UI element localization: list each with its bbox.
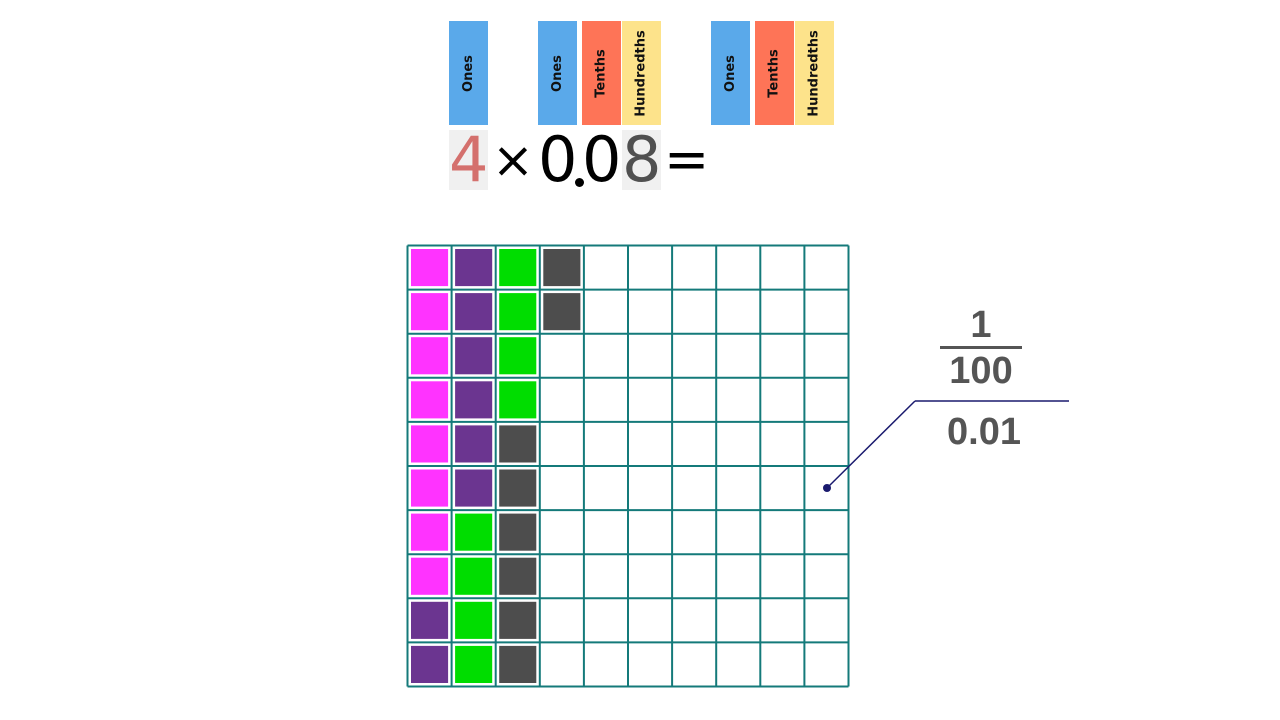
header-ones-1-label: Ones <box>461 54 476 92</box>
grid-square-purple <box>411 645 449 683</box>
grid-square-magenta <box>411 557 449 595</box>
grid-square-gray <box>499 557 537 595</box>
equation-decimal-ones: 0 <box>538 123 578 196</box>
decimal-value: 0.01 <box>947 411 1021 453</box>
header-hundredths-2-label: Hundredths <box>634 29 649 117</box>
fraction-bar <box>940 346 1022 349</box>
header-ones-2-label: Ones <box>550 54 565 92</box>
hundred-grid <box>406 244 850 688</box>
grid-square-green <box>499 249 537 287</box>
grid-square-magenta <box>411 337 449 375</box>
grid-square-magenta <box>411 249 449 287</box>
equation-decimal-hundredths: 8 <box>622 123 662 196</box>
grid-square-purple <box>455 249 493 287</box>
grid-square-magenta <box>411 513 449 551</box>
decimal-point <box>575 178 584 187</box>
grid-square-gray <box>543 293 581 331</box>
header-hundredths-3: Hundredths <box>795 21 834 125</box>
grid-square-magenta <box>411 425 449 463</box>
header-ones-2: Ones <box>538 21 577 125</box>
equation-times-sign: × <box>492 131 534 189</box>
grid-square-magenta <box>411 381 449 419</box>
header-ones-3-label: Ones <box>723 54 738 92</box>
grid-square-purple <box>455 381 493 419</box>
grid-square-gray <box>543 249 581 287</box>
header-tenths-2: Tenths <box>582 21 621 125</box>
header-tenths-2-label: Tenths <box>594 48 610 98</box>
grid-square-green <box>499 293 537 331</box>
header-hundredths-3-label: Hundredths <box>807 29 822 117</box>
grid-square-purple <box>411 601 449 639</box>
header-tenths-3-label: Tenths <box>767 48 783 98</box>
equation-equals-sign: = <box>664 128 710 191</box>
grid-square-gray <box>499 425 537 463</box>
grid-square-green <box>499 381 537 419</box>
header-ones-1: Ones <box>449 21 488 125</box>
grid-square-gray <box>499 513 537 551</box>
grid-square-green <box>455 513 493 551</box>
grid-square-purple <box>455 293 493 331</box>
grid-square-green <box>455 601 493 639</box>
grid-square-purple <box>455 425 493 463</box>
equation-multiplier: 4 <box>449 123 489 196</box>
fraction-denominator: 100 <box>949 350 1013 392</box>
grid-square-gray <box>499 601 537 639</box>
header-hundredths-2: Hundredths <box>622 21 661 125</box>
grid-square-green <box>455 645 493 683</box>
equation-decimal-tenths: 0 <box>582 123 622 196</box>
grid-square-purple <box>455 337 493 375</box>
grid-square-green <box>499 337 537 375</box>
fraction-numerator: 1 <box>970 304 992 346</box>
grid-square-magenta <box>411 469 449 507</box>
header-tenths-3: Tenths <box>755 21 794 125</box>
grid-square-gray <box>499 645 537 683</box>
header-ones-3: Ones <box>711 21 750 125</box>
grid-square-gray <box>499 469 537 507</box>
grid-square-purple <box>455 469 493 507</box>
grid-square-green <box>455 557 493 595</box>
grid-square-magenta <box>411 293 449 331</box>
